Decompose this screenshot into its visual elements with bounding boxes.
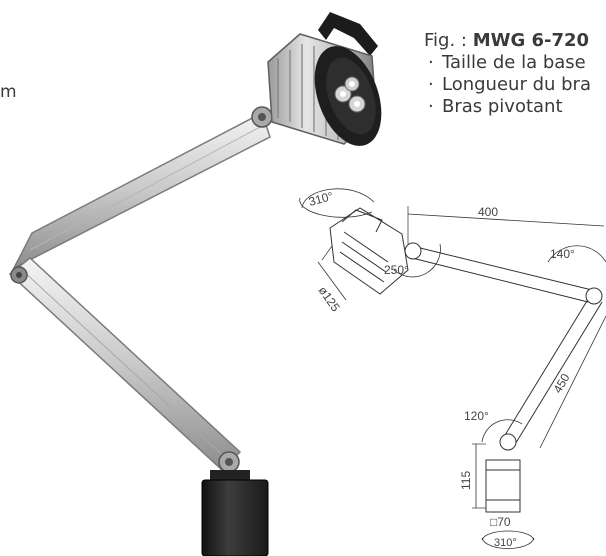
feature-item: Longueur du bra — [424, 74, 606, 96]
lamp-head — [267, 12, 382, 146]
feature-item: Bras pivotant — [424, 96, 606, 118]
feature-item: Taille de la base — [424, 52, 606, 74]
feature-list: Taille de la base Longueur du bra Bras p… — [424, 52, 606, 118]
cropped-text-fragment: m — [0, 82, 17, 102]
figure-label: Fig. : MWG 6-720 — [424, 30, 606, 52]
figure-caption: Fig. : MWG 6-720 Taille de la base Longu… — [424, 30, 606, 118]
model-name: MWG 6-720 — [472, 30, 590, 51]
upper-arm — [12, 111, 271, 270]
fig-prefix: Fig. : — [424, 30, 473, 51]
lower-arm — [8, 257, 242, 472]
lamp-base — [201, 470, 269, 556]
